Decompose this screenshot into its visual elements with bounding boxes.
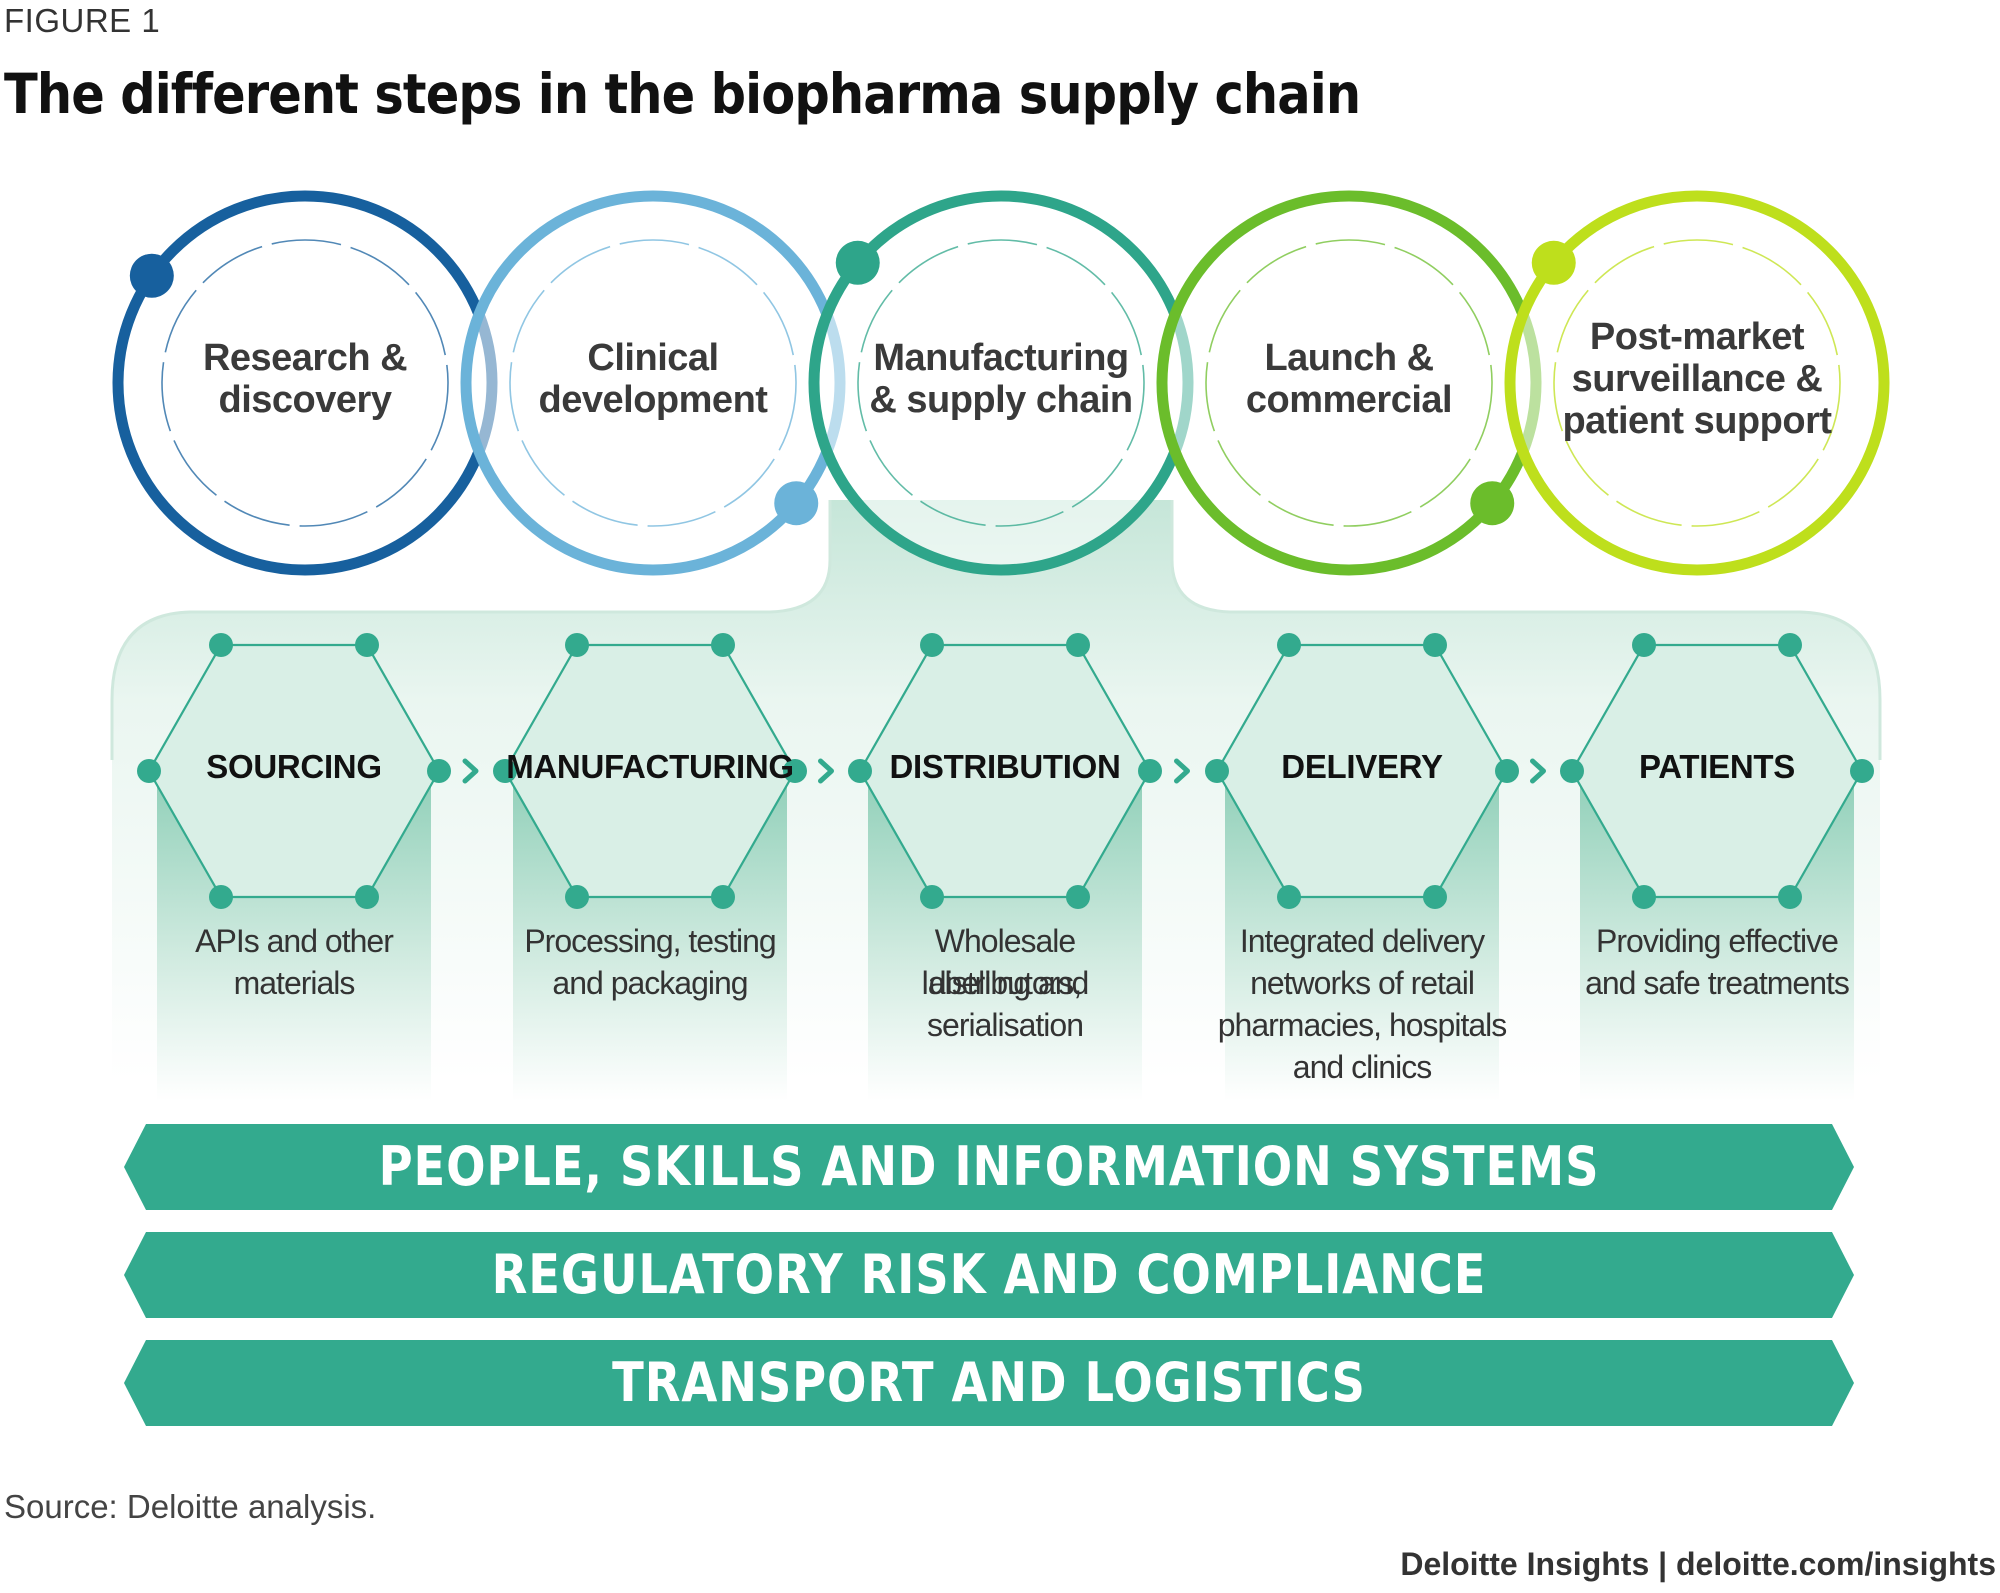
stage-label-line: development	[538, 379, 768, 421]
stage-inner-ring	[857, 239, 1145, 527]
hexagon-node	[493, 759, 517, 783]
stage-label-line: surveillance &	[1571, 358, 1823, 400]
hexagon-node	[1632, 885, 1656, 909]
hexagon-node	[1423, 633, 1447, 657]
stage-label-line: Clinical	[587, 337, 719, 379]
panel-outline-left	[110, 500, 832, 760]
page-title: The different steps in the biopharma sup…	[4, 62, 1361, 126]
stage-dot	[1470, 481, 1515, 526]
hexagon-node	[1066, 885, 1090, 909]
step-title: MANUFACTURING	[506, 748, 794, 785]
panel-outline-right	[1170, 500, 1882, 760]
band-label: TRANSPORT AND LOGISTICS	[612, 1351, 1366, 1414]
stage-label-line: discovery	[218, 379, 392, 421]
hexagon-node	[848, 759, 872, 783]
stage-inner-ring	[1205, 239, 1493, 527]
step-description-line: Processing, testing	[524, 923, 776, 959]
stage-label-line: patient support	[1562, 400, 1832, 442]
step-title: DELIVERY	[1281, 748, 1443, 785]
chevron-right-icon	[1174, 758, 1190, 784]
step-title: PATIENTS	[1639, 748, 1795, 785]
step-description-line: Integrated delivery	[1239, 923, 1485, 959]
band-label: PEOPLE, SKILLS AND INFORMATION SYSTEMS	[378, 1135, 1600, 1198]
hexagon-node	[1205, 759, 1229, 783]
hexagon-node	[355, 633, 379, 657]
hexagon-node	[427, 759, 451, 783]
step-description-line: materials	[233, 965, 356, 1001]
hexagon-node	[1423, 885, 1447, 909]
hexagon-node	[920, 633, 944, 657]
hexagon-node	[783, 759, 807, 783]
hexagon-node	[565, 885, 589, 909]
stage-dot	[1531, 240, 1576, 285]
stage-label-line: Launch &	[1264, 337, 1434, 379]
hexagon-node	[1850, 759, 1874, 783]
chevron-right-icon	[462, 758, 479, 784]
hexagon-node	[209, 885, 233, 909]
step-hexagon-4	[1205, 633, 1519, 909]
stage-label-line: Post-market	[1589, 316, 1805, 358]
stage-dot	[129, 253, 174, 298]
step-description-line: Providing effective	[1596, 923, 1839, 959]
stage-inner-ring	[509, 239, 797, 527]
step-description-line: pharmacies, hospitals	[1217, 1007, 1507, 1043]
step-description-line: and clinics	[1292, 1049, 1432, 1085]
band-3	[124, 1340, 1854, 1426]
stage-label-line: Manufacturing	[873, 337, 1129, 379]
step-description-line: and packaging	[552, 965, 748, 1001]
hexagon-node	[920, 885, 944, 909]
hexagon-node	[1560, 759, 1584, 783]
stage-inner-ring	[161, 239, 449, 527]
source-note: Source: Deloitte analysis.	[4, 1488, 377, 1525]
hexagon-node	[1495, 759, 1519, 783]
stage-dot	[774, 481, 819, 526]
figure-label: FIGURE 1	[4, 2, 161, 39]
hexagon-node	[1277, 633, 1301, 657]
step-description-line: and safe treatments	[1585, 965, 1850, 1001]
stage-dot	[835, 240, 880, 285]
step-hexagon-1	[137, 633, 451, 909]
stage-inner-ring	[1553, 239, 1841, 527]
hexagon-node	[1778, 885, 1802, 909]
stage-circle-5	[1504, 190, 1890, 576]
step-description-line: APIs and other	[195, 923, 394, 959]
step-hexagon-3	[848, 633, 1162, 909]
hexagon-node	[711, 885, 735, 909]
band-label: REGULATORY RISK AND COMPLIANCE	[491, 1243, 1487, 1306]
step-description-line: networks of retail	[1250, 965, 1475, 1001]
hexagon-node	[1138, 759, 1162, 783]
hexagon-node	[1277, 885, 1301, 909]
hexagon-node	[1632, 633, 1656, 657]
hexagon-node	[209, 633, 233, 657]
hexagon-node	[1778, 633, 1802, 657]
hexagon-node	[137, 759, 161, 783]
stage-label-line: & supply chain	[869, 379, 1133, 421]
step-description-line: labelling and	[921, 965, 1090, 1001]
stage-label-line: Research &	[202, 337, 408, 379]
step-description-line: serialisation	[927, 1007, 1084, 1043]
band-2	[124, 1232, 1854, 1318]
step-title: DISTRIBUTION	[889, 748, 1121, 785]
step-hexagon-5	[1560, 633, 1874, 909]
chevron-right-icon	[818, 758, 834, 784]
hexagon-node	[711, 633, 735, 657]
credit-line: Deloitte Insights | deloitte.com/insight…	[1400, 1546, 1996, 1582]
hexagon-node	[565, 633, 589, 657]
hexagon-node	[1066, 633, 1090, 657]
stage-ring	[1504, 190, 1890, 576]
chevron-right-icon	[1530, 758, 1546, 784]
band-1	[124, 1124, 1854, 1210]
stage-label-line: commercial	[1245, 379, 1453, 421]
hexagon-node	[355, 885, 379, 909]
step-hexagon-2	[493, 633, 807, 909]
step-description-line: Wholesale distributors,	[928, 923, 1082, 1001]
step-title: SOURCING	[206, 748, 382, 785]
